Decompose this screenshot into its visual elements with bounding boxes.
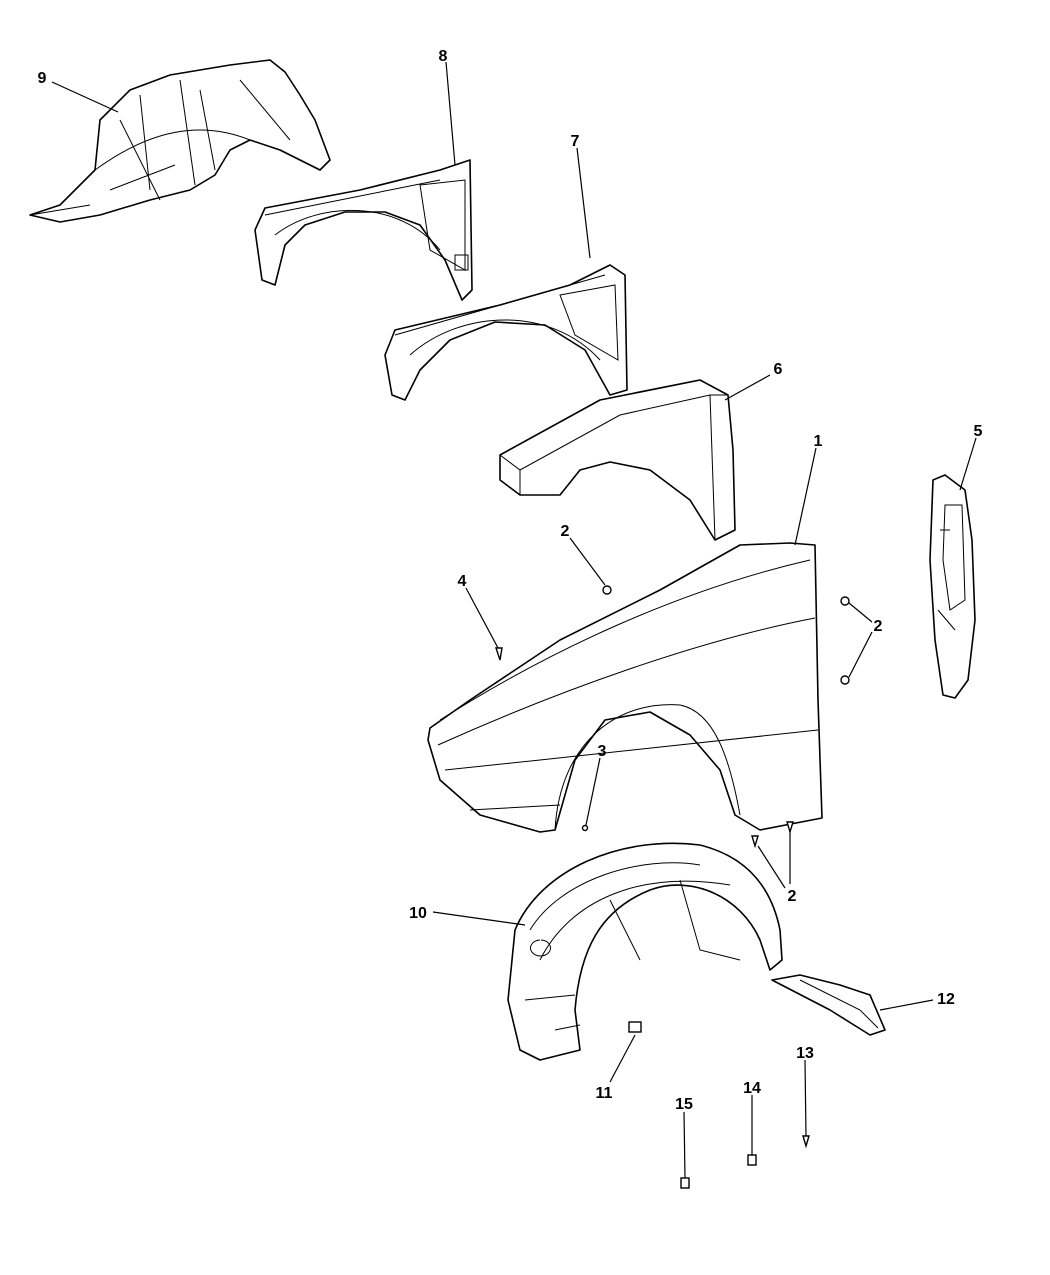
callout-7: 7	[571, 133, 580, 150]
part-1-front-fender[interactable]	[427, 542, 823, 833]
leader-lines	[51, 61, 977, 1179]
fastener-2c	[840, 675, 850, 685]
fastener-13	[802, 1135, 810, 1149]
fastener-15	[680, 1177, 690, 1189]
fasteners	[495, 585, 850, 1189]
part-7-fender-support[interactable]	[384, 264, 628, 401]
part-6-fender-insulator[interactable]	[499, 379, 736, 541]
callout-2: 2	[788, 888, 797, 905]
callout-12: 12	[937, 991, 955, 1008]
callout-6: 6	[774, 361, 783, 378]
part-8-fender-support[interactable]	[254, 159, 473, 301]
callout-10: 10	[409, 905, 427, 922]
fastener-2a	[602, 585, 612, 595]
callout-3: 3	[598, 743, 607, 760]
fastener-3	[581, 824, 589, 832]
callout-11: 11	[596, 1085, 613, 1102]
part-5-fender-seal[interactable]	[929, 474, 976, 699]
callout-9: 9	[38, 70, 47, 87]
part-9-wheelhouse-structure[interactable]	[29, 59, 331, 223]
callout-15: 15	[675, 1096, 693, 1113]
callout-13: 13	[796, 1045, 814, 1062]
callout-8: 8	[439, 48, 448, 65]
callouts: 9 8 7 6 1 5 2 4 2 3 2 10 12 11 13 14 15	[38, 48, 983, 1113]
fastener-2d	[751, 835, 759, 849]
callout-2: 2	[874, 618, 883, 635]
callout-1: 1	[814, 433, 823, 450]
fastener-4	[495, 647, 503, 661]
clip-11	[628, 1021, 642, 1033]
callout-2: 2	[561, 523, 570, 540]
callout-14: 14	[743, 1080, 761, 1097]
part-10-wheelhouse-liner[interactable]	[507, 842, 783, 1061]
callout-5: 5	[974, 423, 983, 440]
fastener-14	[747, 1154, 757, 1166]
fastener-2e	[786, 821, 794, 835]
fastener-2b	[840, 596, 850, 606]
part-12-splash-shield[interactable]	[771, 974, 886, 1036]
callout-4: 4	[458, 573, 467, 590]
